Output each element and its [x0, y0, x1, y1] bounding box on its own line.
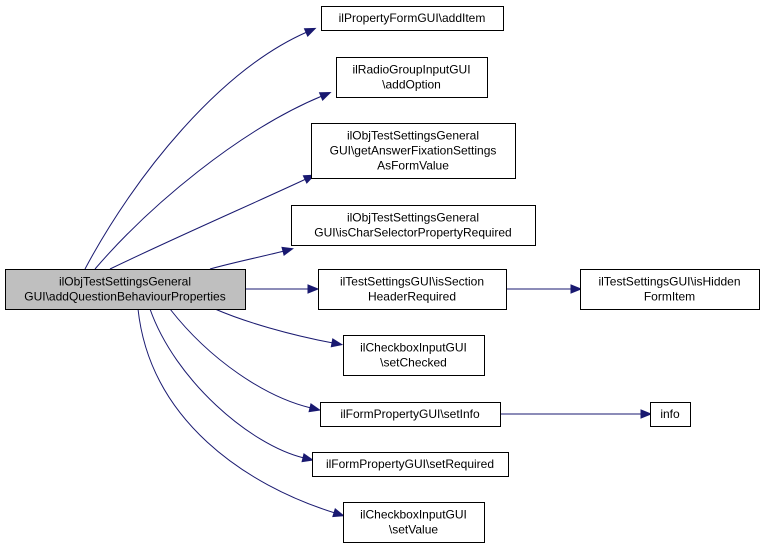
nodes-layer: ilObjTestSettingsGeneralGUI\addQuestionB…	[5, 6, 760, 543]
node-label-n8-line-0: ilFormPropertyGUI\setInfo	[340, 407, 480, 421]
edge-root-to-n11	[137, 308, 336, 514]
edges-layer	[84, 27, 653, 518]
node-label-n7-line-1: \setChecked	[380, 356, 447, 370]
node-label-n2-line-1: \addOption	[382, 78, 441, 92]
edge-root-to-n2	[94, 95, 323, 270]
node-label-n9-line-0: info	[660, 407, 680, 421]
node-n11[interactable]: ilCheckboxInputGUI\setValue	[343, 502, 485, 543]
node-box-n11[interactable]	[343, 502, 485, 543]
node-label-n3-line-0: ilObjTestSettingsGeneral	[347, 129, 479, 143]
node-box-n4[interactable]	[291, 205, 536, 246]
node-root[interactable]: ilObjTestSettingsGeneralGUI\addQuestionB…	[5, 269, 246, 310]
node-label-n4-line-0: ilObjTestSettingsGeneral	[347, 211, 479, 225]
edge-root-to-n7	[214, 308, 334, 344]
node-box-n7[interactable]	[343, 335, 485, 376]
edge-root-to-n11-arrowhead	[332, 508, 345, 518]
node-label-n10-line-0: ilFormPropertyGUI\setRequired	[326, 457, 494, 471]
node-box-n2[interactable]	[336, 57, 488, 98]
edge-root-to-n4	[209, 250, 285, 270]
edge-n5-to-n6-arrowhead	[570, 284, 583, 294]
node-label-n3-line-1: GUI\getAnswerFixationSettings	[330, 144, 497, 158]
node-n2[interactable]: ilRadioGroupInputGUI\addOption	[336, 57, 488, 98]
node-box-root[interactable]	[5, 269, 246, 310]
node-n5[interactable]: ilTestSettingsGUI\isSectionHeaderRequire…	[318, 269, 507, 310]
node-label-n3-line-2: AsFormValue	[377, 159, 449, 173]
edge-root-to-n10-arrowhead	[301, 453, 315, 463]
edge-root-to-n5-arrowhead	[307, 284, 320, 294]
edge-root-to-n8-arrowhead	[308, 403, 322, 413]
edge-root-to-n4-arrowhead	[281, 246, 295, 256]
node-label-n6-line-1: FormItem	[644, 290, 695, 304]
node-n4[interactable]: ilObjTestSettingsGeneralGUI\isCharSelect…	[291, 205, 536, 246]
node-box-n9[interactable]	[650, 402, 691, 427]
node-box-n1[interactable]	[321, 6, 504, 31]
node-label-root-line-1: GUI\addQuestionBehaviourProperties	[24, 290, 225, 304]
edge-n8-to-n9-arrowhead	[640, 409, 653, 419]
node-label-n11-line-0: ilCheckboxInputGUI	[360, 508, 467, 522]
node-label-n1-line-0: ilPropertyFormGUI\addItem	[339, 11, 486, 25]
edge-root-to-n10	[149, 308, 305, 459]
node-box-n10[interactable]	[312, 452, 509, 477]
node-label-n5-line-1: HeaderRequired	[368, 290, 456, 304]
edge-root-to-n1	[84, 31, 308, 270]
node-n7[interactable]: ilCheckboxInputGUI\setChecked	[343, 335, 485, 376]
node-label-n4-line-1: GUI\isCharSelectorPropertyRequired	[314, 226, 511, 240]
node-label-n6-line-0: ilTestSettingsGUI\isHidden	[598, 275, 740, 289]
node-label-n11-line-1: \setValue	[389, 523, 438, 537]
node-label-n2-line-0: ilRadioGroupInputGUI	[352, 63, 470, 77]
edge-root-to-n1-arrowhead	[303, 27, 317, 37]
edge-root-to-n3	[109, 178, 307, 270]
node-label-n7-line-0: ilCheckboxInputGUI	[360, 341, 467, 355]
node-box-n3[interactable]	[311, 123, 516, 179]
node-label-root-line-0: ilObjTestSettingsGeneral	[59, 275, 191, 289]
node-n3[interactable]: ilObjTestSettingsGeneralGUI\getAnswerFix…	[311, 123, 516, 179]
node-box-n8[interactable]	[320, 402, 501, 427]
node-box-n5[interactable]	[318, 269, 507, 310]
node-box-n6[interactable]	[580, 269, 760, 310]
node-n8[interactable]: ilFormPropertyGUI\setInfo	[320, 402, 501, 427]
edge-root-to-n7-arrowhead	[330, 338, 344, 348]
edge-root-to-n8	[169, 308, 312, 409]
node-n9[interactable]: info	[650, 402, 691, 427]
edge-root-to-n2-arrowhead	[318, 92, 332, 101]
node-n10[interactable]: ilFormPropertyGUI\setRequired	[312, 452, 509, 477]
node-label-n5-line-0: ilTestSettingsGUI\isSection	[340, 275, 484, 289]
node-n1[interactable]: ilPropertyFormGUI\addItem	[321, 6, 504, 31]
